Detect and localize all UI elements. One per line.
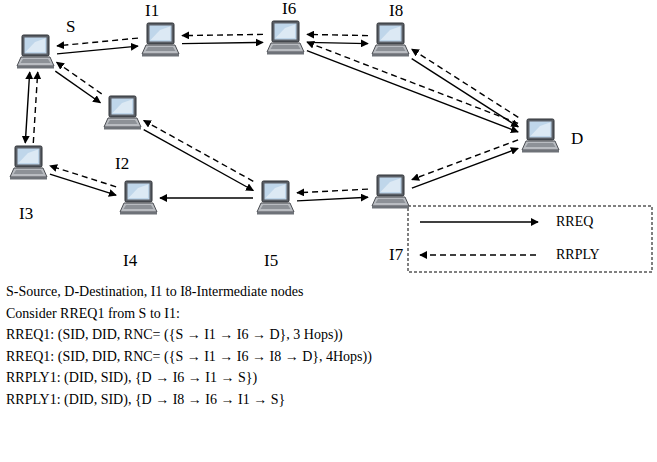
- legend-solid-sample: [420, 221, 538, 222]
- rreq-arrow: [182, 42, 263, 43]
- rrply-arrow: [412, 49, 519, 117]
- rreq-arrow: [25, 72, 29, 143]
- laptop-icon: [118, 180, 158, 216]
- laptop-icon: [370, 174, 410, 210]
- rrply-arrow: [182, 34, 263, 35]
- rreq-arrow: [144, 130, 254, 191]
- node-label: I2: [114, 155, 130, 173]
- note-line: S-Source, D-Destination, I1 to I8-Interm…: [6, 283, 303, 300]
- node-label: I8: [388, 2, 404, 20]
- rreq-arrow: [412, 148, 518, 188]
- rreq-arrow: [307, 42, 368, 43]
- rreq-arrow: [412, 59, 519, 127]
- laptop-icon: [102, 95, 142, 131]
- laptop-node: I7: [370, 174, 410, 210]
- rrply-arrow: [50, 166, 116, 187]
- node-label: I6: [281, 0, 297, 18]
- rrply-arrow: [57, 62, 102, 94]
- laptop-icon: [15, 34, 55, 70]
- rrply-arrow: [307, 34, 368, 35]
- note-line: RREQ1: (SID, DID, RNC= ({S → I1 → I6 → I…: [6, 348, 372, 365]
- legend-label: RREQ: [556, 214, 593, 230]
- laptop-node: I1: [140, 22, 180, 58]
- rrply-arrow: [297, 189, 368, 193]
- rreq-arrow: [160, 197, 253, 198]
- laptop-node: I8: [370, 22, 410, 58]
- note-line: RREQ1: (SID, DID, RNC= ({S → I1 → I6 → D…: [6, 326, 343, 343]
- node-label: S: [65, 18, 76, 36]
- legend-label: RRPLY: [556, 247, 600, 263]
- rrply-arrow: [144, 121, 254, 182]
- laptop-node: I5: [255, 180, 295, 216]
- legend-dashed-sample: [420, 254, 538, 255]
- laptop-node: S: [15, 34, 55, 70]
- laptop-icon: [520, 118, 560, 154]
- laptop-icon: [140, 22, 180, 58]
- rrply-arrow: [412, 140, 518, 180]
- note-line: Consider RREQ1 from S to I1:: [6, 305, 180, 322]
- laptop-node: I6: [265, 20, 305, 56]
- rreq-arrow: [57, 46, 138, 54]
- laptop-icon: [255, 180, 295, 216]
- rrply-arrow: [57, 38, 138, 46]
- rreq-arrow: [55, 71, 100, 103]
- rreq-arrow: [50, 174, 116, 195]
- node-label: I1: [144, 2, 160, 20]
- rrply-arrow: [307, 42, 518, 123]
- laptop-icon: [370, 22, 410, 58]
- rreq-arrow: [297, 197, 368, 201]
- note-line: RRPLY1: (DID, SID), {D → I6 → I1 → S}): [6, 369, 257, 386]
- note-line: RRPLY1: (DID, SID), {D → I8 → I6 → I1 → …: [6, 391, 285, 408]
- laptop-node: I4: [118, 180, 158, 216]
- laptop-icon: [265, 20, 305, 56]
- node-label: I3: [18, 205, 34, 223]
- laptop-node: I2: [102, 95, 142, 131]
- node-label: D: [570, 130, 584, 148]
- node-label: I7: [388, 246, 404, 264]
- node-label: I4: [122, 252, 138, 270]
- rrply-arrow: [33, 72, 37, 143]
- laptop-node: I3: [8, 145, 48, 181]
- legend-box: [408, 206, 652, 272]
- laptop-node: D: [520, 118, 560, 154]
- node-label: I5: [263, 252, 279, 270]
- rreq-arrow: [307, 51, 518, 132]
- laptop-icon: [8, 145, 48, 181]
